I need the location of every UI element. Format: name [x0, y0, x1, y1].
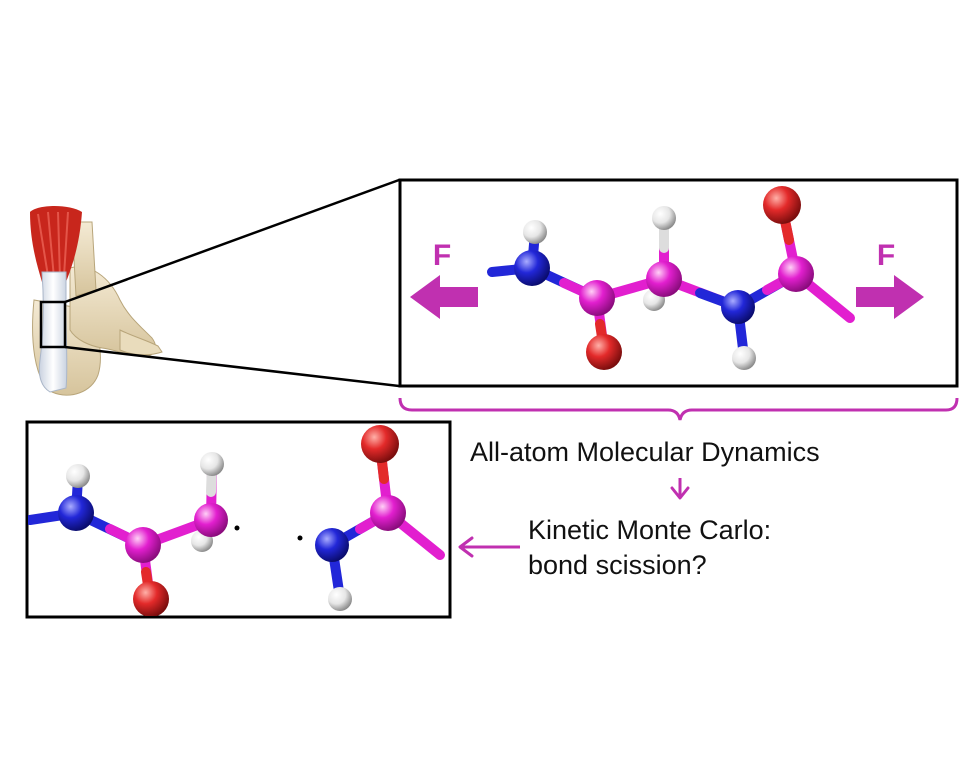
zoom-line-bottom: [64, 345, 400, 388]
radical-dot: [234, 525, 240, 531]
atom-hydrogen: [732, 346, 756, 370]
kmc-label-line1: Kinetic Monte Carlo:: [528, 515, 772, 545]
atom-carbon: [370, 495, 406, 531]
atom-carbon: [194, 503, 228, 537]
force-label-right: F: [877, 239, 895, 272]
calf-muscle: [30, 206, 82, 282]
force-arrow-icon: [410, 275, 478, 319]
toe-bones: [119, 329, 163, 356]
atom-oxygen: [361, 425, 399, 463]
atom-hydrogen: [328, 587, 352, 611]
atom-carbon: [579, 280, 615, 316]
atom-nitrogen: [514, 250, 550, 286]
foot-tendon-anatomy-icon: [30, 206, 163, 396]
atom-carbon: [778, 256, 814, 292]
zoom-line-top: [64, 178, 400, 304]
force-label-left: F: [433, 239, 451, 272]
force-arrow-icon: [856, 275, 924, 319]
atom-hydrogen: [523, 220, 547, 244]
atom-oxygen: [133, 581, 169, 616]
down-arrow-icon: [670, 478, 690, 500]
atom-carbon: [646, 261, 682, 297]
atom-hydrogen: [200, 452, 224, 476]
atom-oxygen: [586, 334, 622, 370]
radical-dot: [297, 535, 303, 541]
atom-oxygen: [763, 186, 801, 224]
zoom-region-box: [39, 300, 67, 349]
atom-hydrogen: [652, 206, 676, 230]
scission-panel: [25, 420, 452, 619]
calf-muscle-fibers: [37, 211, 69, 279]
atom-nitrogen: [721, 290, 755, 324]
atom-carbon: [125, 527, 161, 563]
achilles-tendon: [38, 271, 68, 393]
kmc-label-line2: bond scission?: [528, 550, 707, 580]
atom-nitrogen: [315, 528, 349, 562]
bracket: [398, 397, 959, 421]
left-arrow-icon: [458, 536, 520, 558]
intact-peptide-panel: F F: [398, 178, 959, 388]
md-label: All-atom Molecular Dynamics: [470, 437, 820, 467]
atom-nitrogen: [58, 495, 94, 531]
atom-hydrogen: [66, 464, 90, 488]
